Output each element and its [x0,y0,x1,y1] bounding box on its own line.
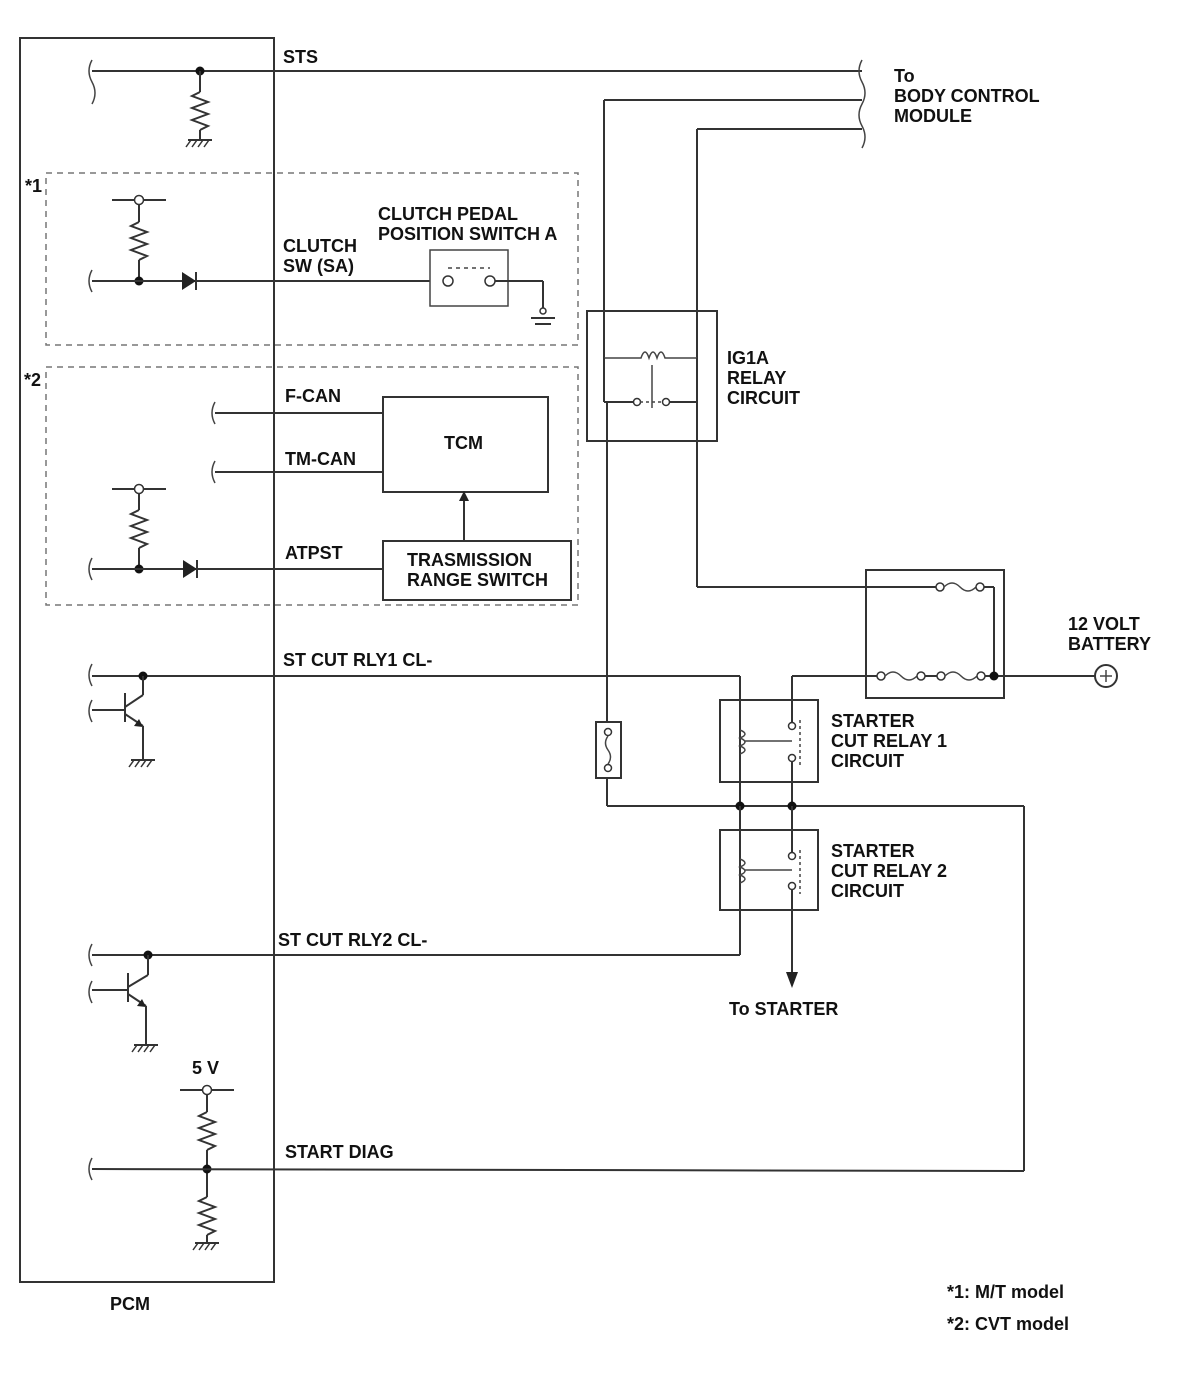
label-clutch-sw-2: SW (SA) [283,256,354,276]
label-bcm-1: BODY CONTROL [894,86,1040,106]
label-bcm-2: MODULE [894,106,972,126]
label-to-starter: To STARTER [729,999,838,1019]
label-scr2-2: CUT RELAY 2 [831,861,947,881]
label-ig1a-1: IG1A [727,348,769,368]
label-atpst: ATPST [285,543,343,563]
label-to-bcm: To [894,66,915,86]
label-clutch-switch-2: POSITION SWITCH A [378,224,557,244]
st-cut-rly2-circuit [88,943,740,1053]
clutch-switch-box [429,249,509,307]
inline-fuse [595,721,1025,1171]
tcm-box [382,396,549,493]
label-ig1a-3: CIRCUIT [727,388,800,408]
starter-cut-relay-1 [719,676,819,806]
label-pcm: PCM [110,1294,150,1314]
label-start-diag: START DIAG [285,1142,394,1162]
label-clutch-switch-1: CLUTCH PEDAL [378,204,518,224]
sts-circuit [88,59,862,148]
label-scr1-2: CUT RELAY 1 [831,731,947,751]
ig1a-relay [586,99,940,722]
mt-option-box [45,172,579,346]
label-battery-1: 12 VOLT [1068,614,1140,634]
pcm-box [19,37,275,1283]
label-clutch-sw-1: CLUTCH [283,236,357,256]
label-trs-2: RANGE SWITCH [407,570,548,590]
label-five-v: 5 V [192,1058,219,1078]
label-note2-mark: *2 [24,370,41,390]
label-scr2-3: CIRCUIT [831,881,904,901]
label-scr1-3: CIRCUIT [831,751,904,771]
battery-symbol [1094,664,1118,688]
label-scr2-1: STARTER [831,841,915,861]
fuse-box [792,569,1095,699]
footnote-2: *2: CVT model [947,1314,1069,1334]
label-battery-2: BATTERY [1068,634,1151,654]
label-fcan: F-CAN [285,386,341,406]
label-tmcan: TM-CAN [285,449,356,469]
start-diag-circuit [88,1084,1025,1251]
label-trs-1: TRASMISSION [407,550,532,570]
bcm-connector [858,59,866,149]
label-ig1a-2: RELAY [727,368,786,388]
clutch-circuit [88,194,555,325]
label-tcm: TCM [444,433,483,453]
label-sts: STS [283,47,318,67]
label-st-cut-rly2: ST CUT RLY2 CL- [278,930,427,950]
trs-box [382,540,572,601]
st-cut-rly1-circuit [88,663,740,768]
cvt-option-box [45,366,579,606]
starter-cut-relay-2 [719,806,819,988]
label-st-cut-rly1: ST CUT RLY1 CL- [283,650,432,670]
label-scr1-1: STARTER [831,711,915,731]
cvt-circuit [88,396,572,601]
label-note1-mark: *1 [25,176,42,196]
footnote-1: *1: M/T model [947,1282,1064,1302]
